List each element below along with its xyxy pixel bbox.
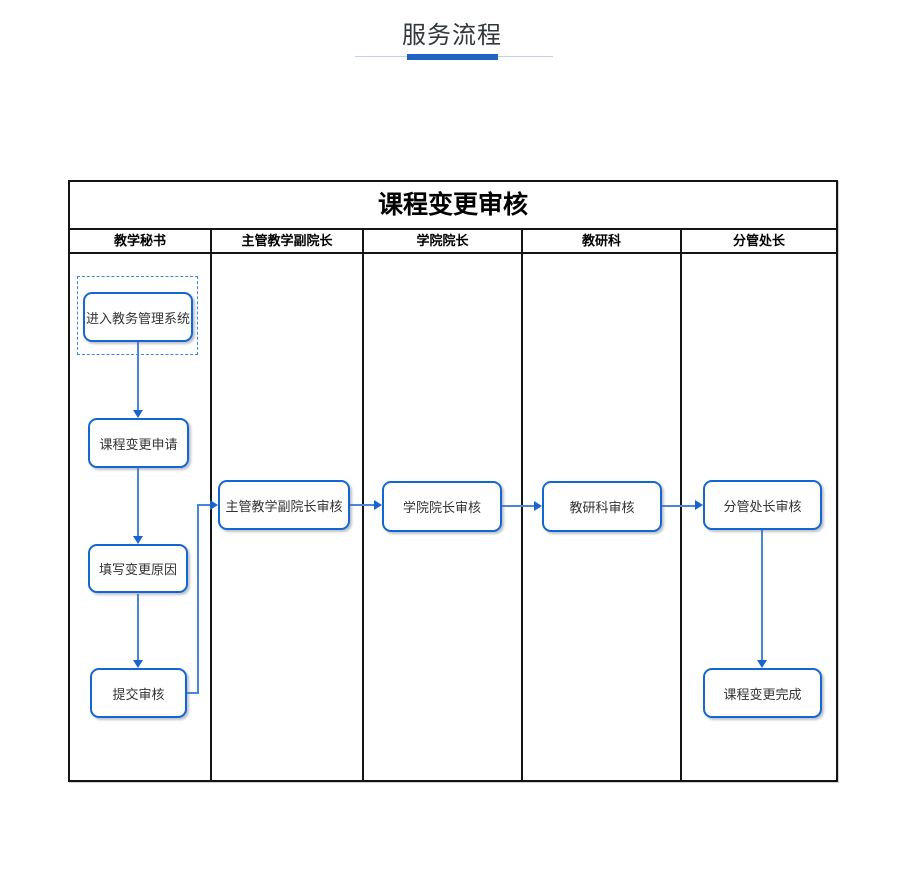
- lane-divider-3: [521, 228, 523, 780]
- node-dean-review: 学院院长审核: [382, 481, 502, 532]
- connector-5-line: [350, 504, 375, 506]
- node-enter-system: 进入教务管理系统: [83, 292, 193, 342]
- connector-4-line-v: [197, 504, 199, 694]
- lane-header-college-dean: 学院院长: [416, 233, 469, 248]
- connector-2-line: [137, 468, 139, 537]
- connector-4-arrowhead-icon: [210, 500, 218, 510]
- connector-3-line: [137, 594, 139, 661]
- node-change-request: 课程变更申请: [88, 418, 189, 468]
- lane-header-teaching-secretary: 教学秘书: [113, 233, 166, 248]
- lane-header-row: 教学秘书 主管教学副院长 学院院长 教研科 分管处长: [70, 230, 836, 254]
- connector-8-line: [761, 530, 763, 661]
- connector-4-line-h1: [187, 692, 199, 694]
- connector-3-arrowhead-icon: [133, 660, 143, 668]
- connector-6-line: [502, 505, 535, 507]
- connector-4-line-h2: [199, 504, 211, 506]
- connector-7-arrowhead-icon: [695, 500, 703, 510]
- title-underline-accent: [407, 54, 498, 60]
- lane-header-vice-dean: 主管教学副院长: [241, 233, 333, 248]
- node-research-section-review: 教研科审核: [542, 481, 662, 532]
- node-selection-marquee: [77, 276, 198, 355]
- lane-divider-4: [680, 228, 682, 780]
- connector-7-line: [662, 505, 696, 507]
- connector-5-arrowhead-icon: [374, 500, 382, 510]
- node-submit-review: 提交审核: [90, 668, 187, 718]
- connector-1-line: [137, 342, 139, 411]
- node-fill-reason: 填写变更原因: [88, 544, 188, 593]
- node-change-complete: 课程变更完成: [703, 668, 822, 718]
- connector-8-arrowhead-icon: [757, 660, 767, 668]
- node-director-review: 分管处长审核: [703, 480, 822, 530]
- flowchart-title: 课程变更审核: [70, 182, 836, 230]
- lane-header-director: 分管处长: [732, 233, 785, 248]
- page-title: 服务流程: [402, 22, 502, 49]
- connector-2-arrowhead-icon: [133, 536, 143, 544]
- connector-6-arrowhead-icon: [534, 501, 542, 511]
- node-vice-dean-review: 主管教学副院长审核: [218, 480, 350, 530]
- connector-1-arrowhead-icon: [133, 410, 143, 418]
- lane-header-research-section: 教研科: [581, 233, 621, 248]
